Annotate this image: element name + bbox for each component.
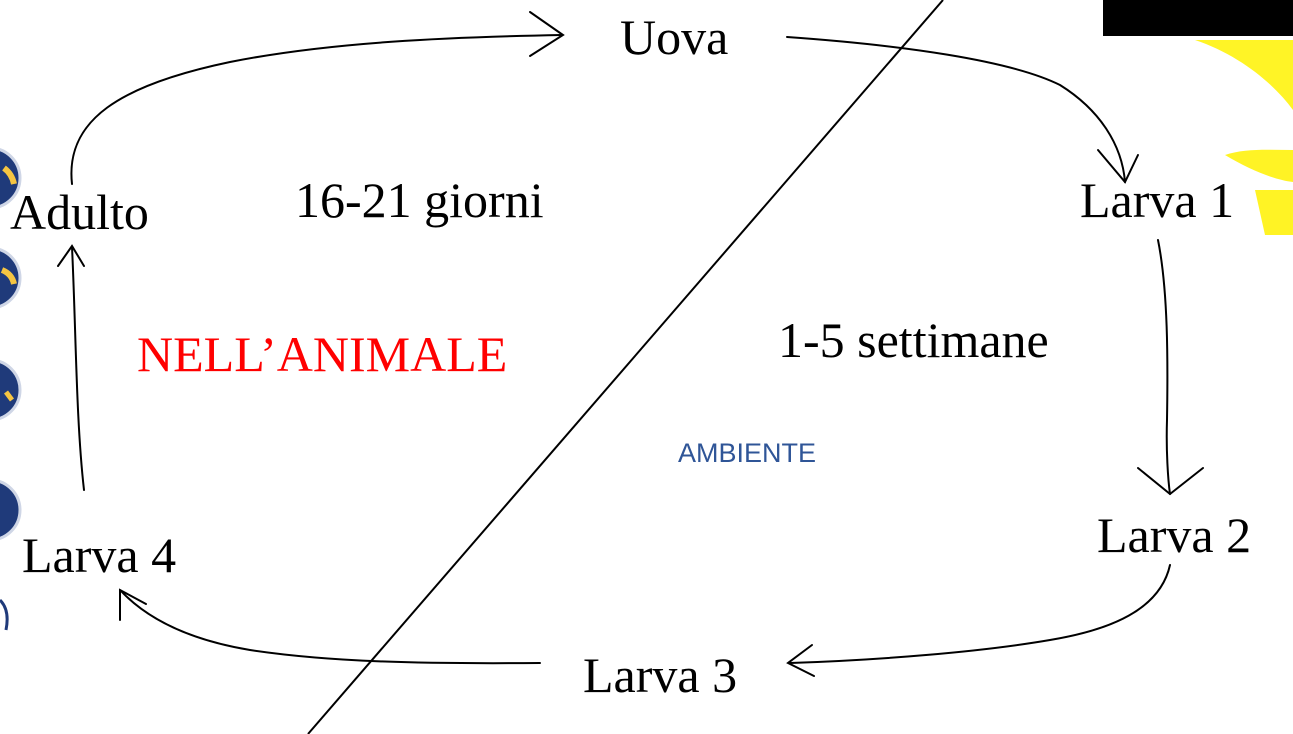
black-corner-block: [1103, 0, 1293, 36]
yellow-background-shape: [1195, 40, 1293, 235]
left-icon-strip: [0, 148, 22, 631]
stage-larva4: Larva 4: [22, 527, 177, 583]
duration-outside-label: 1-5 settimane: [778, 312, 1049, 368]
arrow-larva1-to-larva2: [1157, 239, 1171, 495]
blue-globe-icon: [0, 360, 22, 420]
arrowhead-larva4: [119, 588, 147, 621]
stage-larva2: Larva 2: [1097, 507, 1252, 563]
arrowhead-uova: [529, 11, 565, 57]
arrow-adulto-to-uova: [70, 34, 563, 185]
partial-icon-edge: [0, 598, 9, 631]
blue-globe-icon: [0, 148, 22, 208]
arrow-larva3-to-larva4: [119, 589, 541, 665]
arrow-uova-to-larva1: [786, 36, 1126, 183]
stage-uova: Uova: [620, 9, 729, 65]
region-environment-label: AMBIENTE: [678, 438, 817, 468]
divider-line: [307, 0, 944, 734]
arrowhead-larva1: [1097, 149, 1139, 184]
region-animal-label: NELL’ANIMALE: [137, 326, 508, 382]
arrowhead-larva2: [1137, 467, 1204, 496]
arrow-larva4-to-adulto: [71, 246, 85, 491]
stage-adulto: Adulto: [10, 184, 149, 240]
stage-larva3: Larva 3: [583, 647, 738, 703]
arrow-larva2-to-larva3: [789, 564, 1171, 664]
blue-globe-icon: [0, 248, 22, 308]
blue-globe-icon: [0, 480, 22, 540]
stage-larva1: Larva 1: [1080, 172, 1235, 228]
arrowhead-larva3: [786, 644, 815, 677]
duration-inside-label: 16-21 giorni: [295, 172, 544, 228]
arrowhead-adulto: [57, 244, 85, 267]
